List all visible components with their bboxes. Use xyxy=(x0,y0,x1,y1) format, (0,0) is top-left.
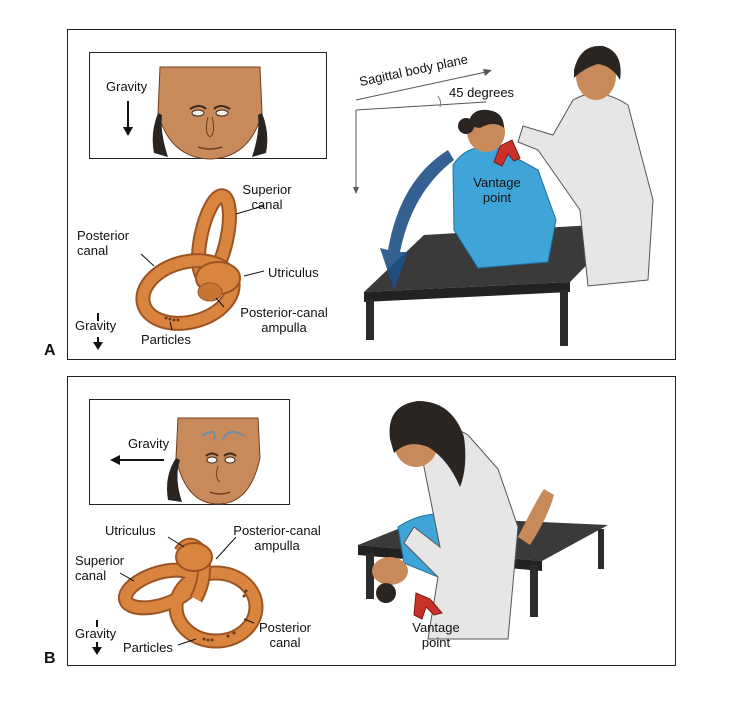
panel-b: Gravity xyxy=(67,376,676,666)
particles-label-a: Particles xyxy=(141,332,191,347)
patient-face-b xyxy=(167,417,261,505)
gravity-down-arrow-icon xyxy=(93,313,103,350)
patient-scene-b xyxy=(358,401,608,640)
inner-ear-diagram-b xyxy=(92,536,264,655)
gravity-label-face-a: Gravity xyxy=(106,79,148,94)
panel-letter-a: A xyxy=(44,342,56,359)
face-box-b: Gravity xyxy=(89,399,290,505)
utriculus-body xyxy=(175,542,213,572)
ampulla-bulge xyxy=(197,282,223,302)
utriculus-label-b: Utriculus xyxy=(105,523,156,538)
patient-gown xyxy=(452,146,557,269)
patient-face-a xyxy=(152,66,268,160)
vantage-arrow-icon xyxy=(493,139,521,167)
panel-letter-b: B xyxy=(44,650,56,667)
rotation-arrow-icon xyxy=(380,150,454,290)
face-box-a: Gravity xyxy=(89,52,327,160)
gravity-label-face-b: Gravity xyxy=(128,436,170,451)
gravity-label-ear-b: Gravity xyxy=(75,626,117,641)
utriculus-label-a: Utriculus xyxy=(268,265,319,280)
particles-label-b: Particles xyxy=(123,640,173,655)
vantage-arrow-icon xyxy=(413,592,443,620)
degrees-label: 45 degrees xyxy=(449,85,515,100)
gravity-label-ear-a: Gravity xyxy=(75,318,117,333)
panel-a: Gravity xyxy=(67,29,676,360)
gravity-down-arrow-icon xyxy=(123,101,133,136)
patient-scene-a xyxy=(353,45,654,346)
particles-b xyxy=(202,589,248,642)
inner-ear-diagram-a xyxy=(93,188,265,350)
particles-a xyxy=(164,316,180,322)
gravity-left-arrow-icon xyxy=(110,455,164,465)
